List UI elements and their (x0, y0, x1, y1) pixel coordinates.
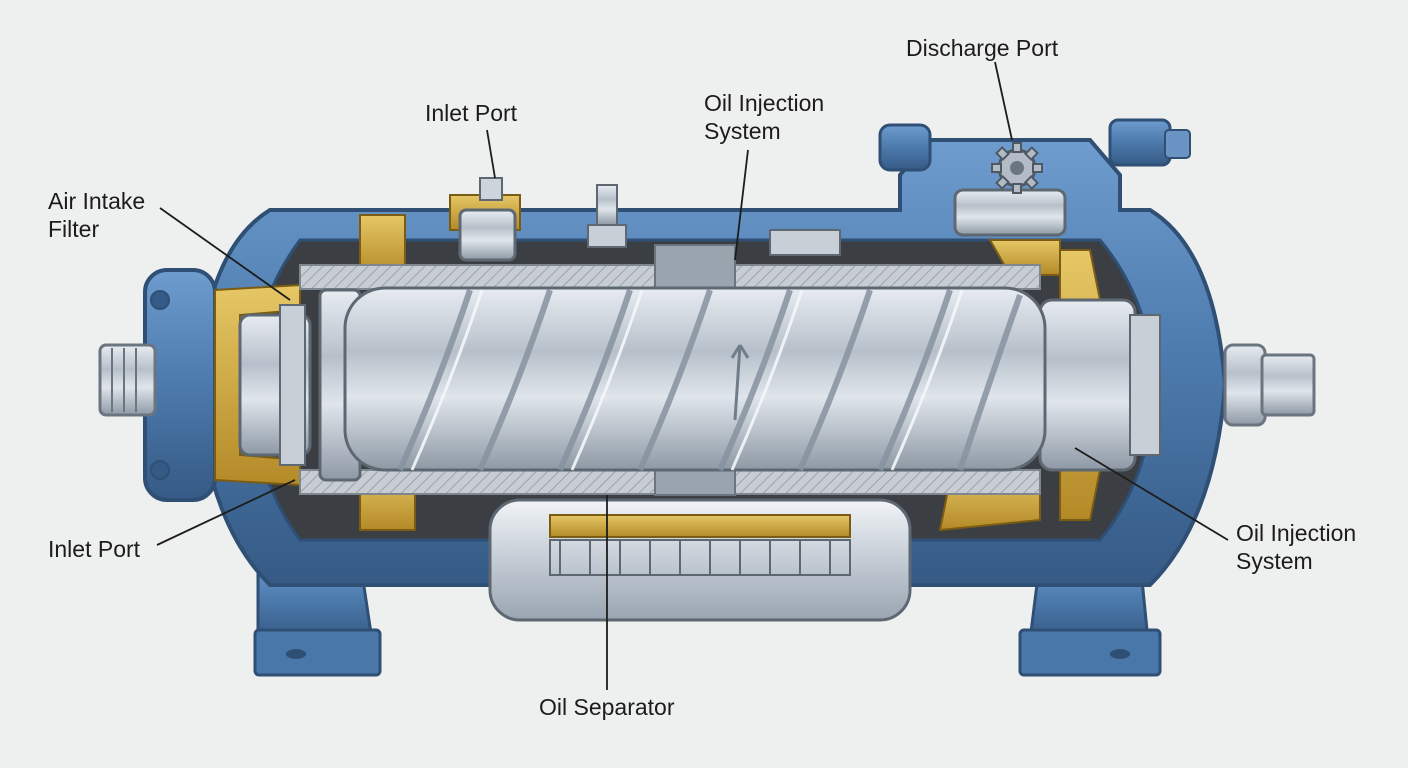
right-gear-assembly (1038, 298, 1161, 472)
label-discharge-port: Discharge Port (906, 35, 1059, 61)
label-oil-separator: Oil Separator (539, 694, 675, 720)
left-flange (98, 268, 217, 502)
label-inlet-port-top: Inlet Port (425, 100, 518, 126)
label-oil-injection-top-2: System (704, 118, 781, 144)
label-oil-injection-top-1: Oil Injection (704, 90, 824, 116)
leader-lines (156, 61, 1229, 690)
oil-separator-component (488, 498, 912, 622)
left-gear-assembly (238, 288, 362, 482)
discharge-port-component (878, 118, 1191, 237)
screw-rotor (343, 286, 1047, 472)
label-oil-injection-right-2: System (1236, 548, 1313, 574)
drive-shaft (1223, 343, 1316, 427)
label-air-intake-1: Air Intake (48, 188, 145, 214)
label-oil-injection-right-1: Oil Injection (1236, 520, 1356, 546)
oil-injector-nozzle (587, 184, 841, 256)
inlet-port-component (458, 177, 517, 262)
label-inlet-port-left: Inlet Port (48, 536, 141, 562)
gear-icon (991, 142, 1043, 194)
label-air-intake-2: Filter (48, 216, 99, 242)
